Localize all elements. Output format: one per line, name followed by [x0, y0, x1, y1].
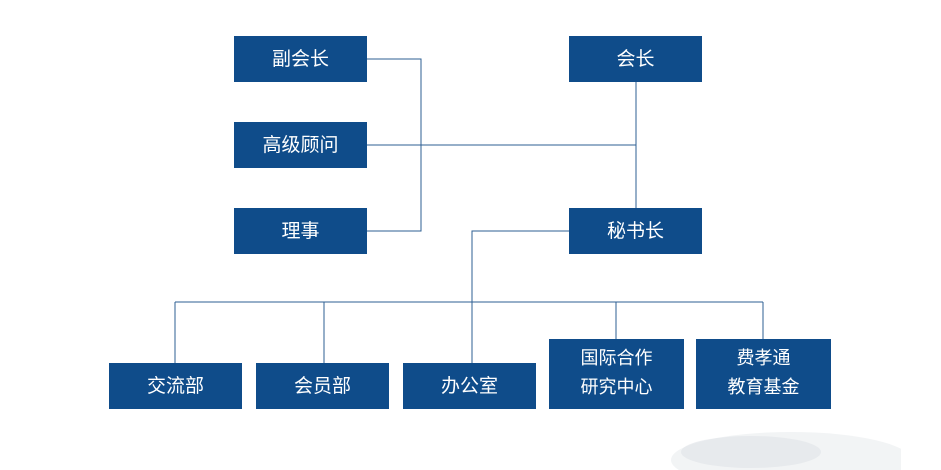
node-intl-line2: 研究中心	[580, 377, 653, 398]
connector-secretary-bus	[471, 230, 569, 302]
node-vice-president-label: 副会长	[271, 47, 329, 70]
node-intl-line1: 国际合作	[580, 348, 653, 370]
node-membership-dept: 会员部	[256, 363, 389, 409]
node-president: 会长	[569, 36, 702, 82]
node-membership-dept-label: 会员部	[293, 374, 351, 397]
node-senior-advisor-label: 高级顾问	[262, 133, 339, 156]
node-senior-advisor: 高级顾问	[234, 122, 367, 168]
node-intl-research-center: 国际合作 研究中心	[549, 339, 684, 409]
node-exchange-dept-label: 交流部	[146, 374, 204, 397]
node-vice-president: 副会长	[234, 36, 367, 82]
node-secretary-general: 秘书长	[569, 208, 702, 254]
node-fund-line1: 费孝通	[736, 348, 791, 370]
node-fund-line2: 教育基金	[727, 377, 800, 398]
node-director: 理事	[234, 208, 367, 254]
org-chart-canvas: 副会长 会长 高级顾问 理事 秘书长 交流部 会员部 办公室 国际合作 研究中心…	[109, 36, 901, 470]
node-secretary-general-label: 秘书长	[606, 219, 664, 242]
node-exchange-dept: 交流部	[109, 363, 242, 409]
node-president-label: 会长	[616, 47, 655, 70]
connector-lines	[174, 58, 764, 363]
node-education-fund: 费孝通 教育基金	[696, 339, 831, 409]
node-office-label: 办公室	[440, 374, 498, 397]
node-director-label: 理事	[281, 219, 320, 242]
node-office: 办公室	[403, 363, 536, 409]
